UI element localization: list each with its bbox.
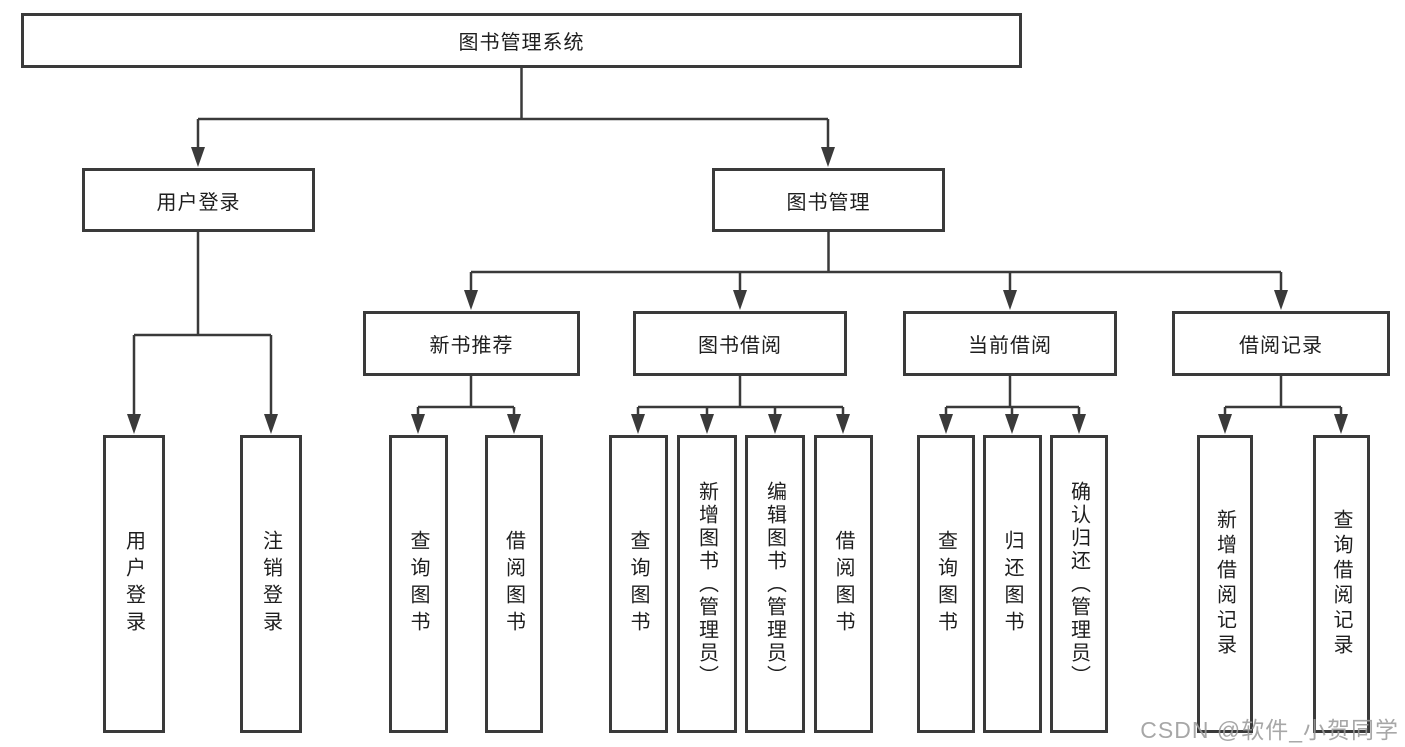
node-book-borrowing-label: 图书借阅 xyxy=(698,335,782,357)
leaf-current-query-books: 查询图书 xyxy=(917,435,975,733)
node-book-management: 图书管理 xyxy=(712,168,945,232)
node-user-login-label: 用户登录 xyxy=(156,191,241,214)
leaf-current-confirm-return-admin-label: 确认归还（管理员） xyxy=(1067,480,1090,688)
node-new-book-recommendation-label: 新书推荐 xyxy=(429,335,514,357)
node-root: 图书管理系统 xyxy=(21,13,1022,68)
leaf-borrowing-borrow-books-label: 借阅图书 xyxy=(832,530,854,638)
leaf-current-query-books-label: 查询图书 xyxy=(934,530,957,638)
leaf-recommend-query-books: 查询图书 xyxy=(389,435,448,733)
leaf-borrowing-edit-books-admin: 编辑图书（管理员） xyxy=(745,435,805,733)
leaf-records-add-record: 新增借阅记录 xyxy=(1197,435,1253,733)
leaf-current-return-books: 归还图书 xyxy=(983,435,1042,733)
leaf-borrowing-add-books-admin: 新增图书（管理员） xyxy=(677,435,737,733)
leaf-current-return-books-label: 归还图书 xyxy=(1001,530,1023,638)
leaf-current-confirm-return-admin: 确认归还（管理员） xyxy=(1050,435,1108,733)
node-borrowing-records-label: 借阅记录 xyxy=(1239,335,1323,357)
leaf-borrowing-edit-books-admin-label: 编辑图书（管理员） xyxy=(763,480,786,688)
leaf-user-login: 用户登录 xyxy=(103,435,165,733)
node-borrowing-records: 借阅记录 xyxy=(1172,311,1390,376)
leaf-logout-label: 注销登录 xyxy=(259,530,282,638)
node-root-label: 图书管理系统 xyxy=(458,32,585,54)
node-new-book-recommendation: 新书推荐 xyxy=(363,311,580,376)
leaf-recommend-borrow-books-label: 借阅图书 xyxy=(502,530,525,638)
csdn-watermark: CSDN @软件_小贺同学 xyxy=(1140,717,1399,743)
leaf-logout: 注销登录 xyxy=(240,435,302,733)
node-book-borrowing: 图书借阅 xyxy=(633,311,847,376)
leaf-borrowing-query-books: 查询图书 xyxy=(609,435,668,733)
node-user-login: 用户登录 xyxy=(82,168,315,232)
leaf-records-query-record-label: 查询借阅记录 xyxy=(1330,509,1352,659)
node-current-borrowing: 当前借阅 xyxy=(903,311,1117,376)
node-book-management-label: 图书管理 xyxy=(786,191,871,214)
leaf-recommend-query-books-label: 查询图书 xyxy=(407,530,429,638)
leaf-records-query-record: 查询借阅记录 xyxy=(1313,435,1370,733)
leaf-recommend-borrow-books: 借阅图书 xyxy=(485,435,543,733)
leaf-records-add-record-label: 新增借阅记录 xyxy=(1213,509,1236,659)
leaf-borrowing-query-books-label: 查询图书 xyxy=(627,530,649,638)
leaf-borrowing-borrow-books: 借阅图书 xyxy=(814,435,873,733)
node-current-borrowing-label: 当前借阅 xyxy=(968,335,1052,357)
leaf-user-login-label: 用户登录 xyxy=(122,530,145,638)
leaf-borrowing-add-books-admin-label: 新增图书（管理员） xyxy=(695,480,718,688)
